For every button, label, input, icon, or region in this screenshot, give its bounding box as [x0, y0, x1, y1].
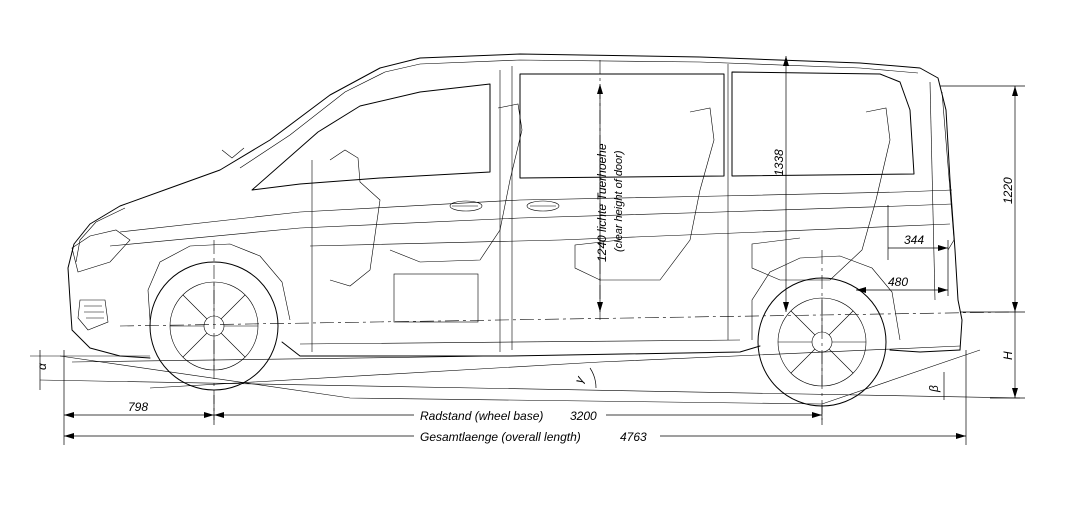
dim-480-label: 480 [888, 275, 908, 289]
door-height-label: 1240 lichte Tuerhoehe [595, 143, 609, 262]
front-wheel [147, 243, 291, 391]
windows-and-doors [251, 64, 955, 352]
front-overhang-label: 798 [128, 400, 148, 414]
dimension-labels: 798 Radstand (wheel base) 3200 Gesamtlae… [35, 143, 1015, 444]
dimension-lines [39, 56, 1025, 445]
wheelbase-label: Radstand (wheel base) [420, 409, 543, 423]
rear-wheel [751, 255, 901, 407]
front-details [71, 147, 245, 331]
interior-height-label: 1338 [772, 149, 786, 176]
construction-lines [30, 60, 1021, 420]
dim-344-label: 344 [904, 233, 924, 247]
wheelbase-value: 3200 [570, 409, 597, 423]
rear-height-label: 1220 [1001, 177, 1015, 204]
door-height-en-label: (clear height of door) [613, 150, 625, 252]
angle-ramp-label: γ [572, 374, 588, 385]
seats [329, 103, 891, 323]
angle-front-label: α [35, 362, 49, 370]
angle-rear-label: β [927, 385, 941, 393]
overall-length-label: Gesamtlaenge (overall length) [420, 430, 581, 444]
ground-clearance-label: H [1001, 351, 1015, 360]
van-body-outline [67, 53, 963, 359]
overall-length-value: 4763 [620, 430, 647, 444]
